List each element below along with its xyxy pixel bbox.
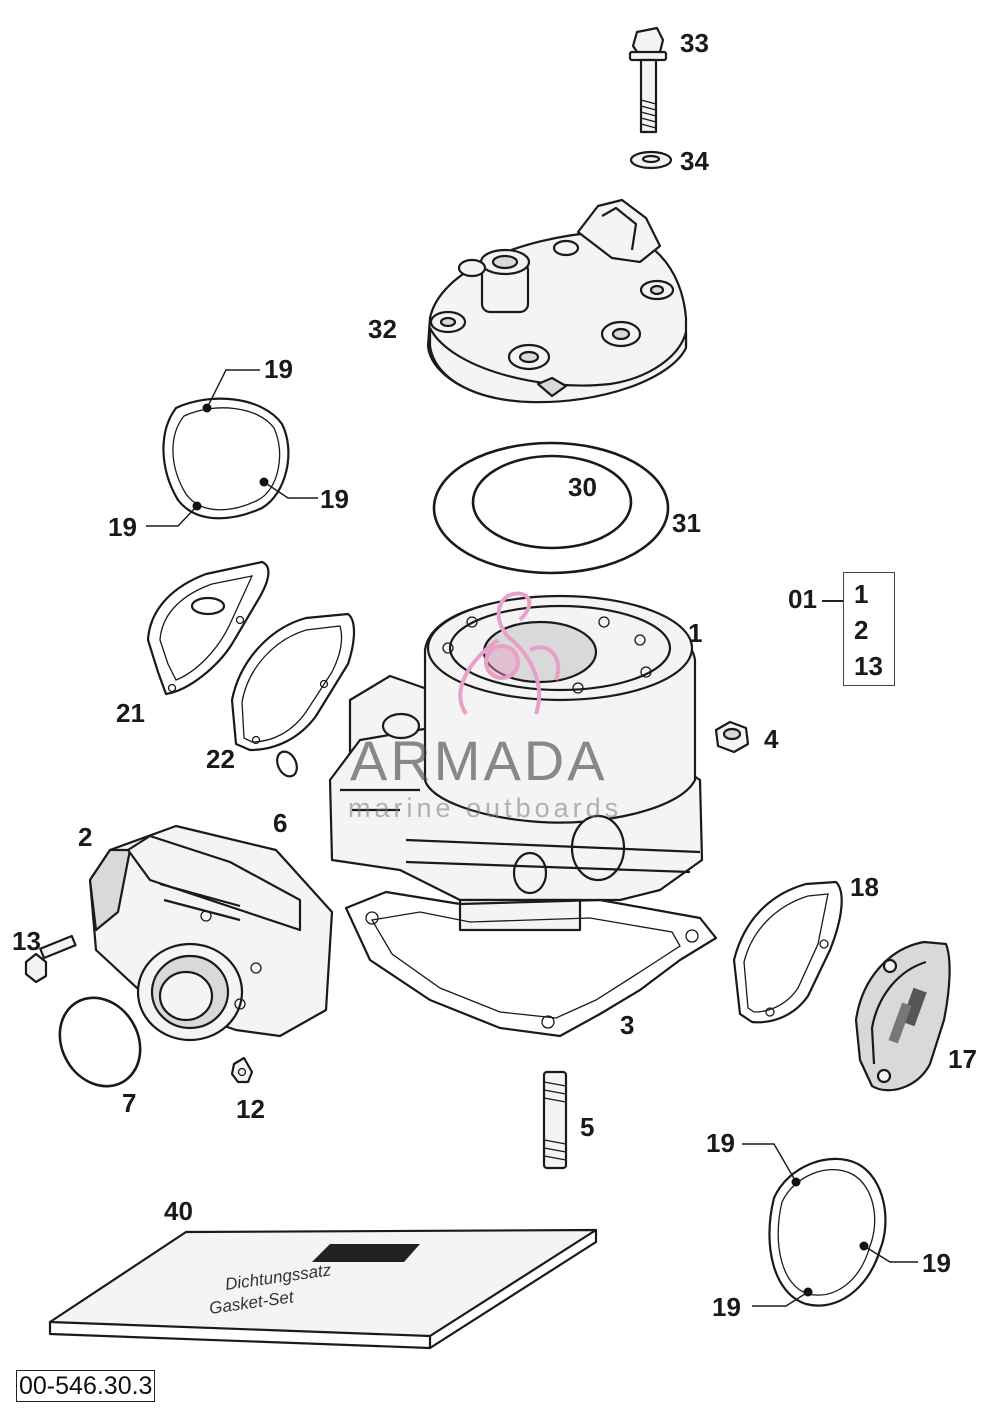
part-oring-6 — [276, 750, 298, 778]
callout-31: 31 — [672, 508, 701, 538]
part-cylinder-head-32 — [426, 198, 688, 404]
part-bolt-33 — [628, 26, 668, 134]
callout-19-b: 19 — [320, 484, 349, 514]
part-gasket-18 — [732, 880, 843, 1024]
part-cover-17 — [854, 940, 951, 1092]
callout-32: 32 — [368, 314, 397, 344]
part-oring-30-31 — [432, 441, 670, 575]
kit-leader-line — [822, 600, 844, 602]
part-base-gasket-3 — [344, 890, 718, 1038]
part-clip-12 — [230, 1056, 254, 1084]
callout-18: 18 — [850, 872, 879, 902]
brand-logo-icon — [312, 1244, 420, 1262]
callout-2: 2 — [78, 822, 92, 852]
part-gasket-19-upper — [162, 397, 290, 520]
callout-19-c: 19 — [108, 512, 137, 542]
kit-item: 1 — [854, 579, 869, 609]
callout-21: 21 — [116, 698, 145, 728]
part-gasket-19-lower — [768, 1157, 887, 1307]
watermark-brand: ARMADA — [350, 729, 608, 792]
part-gasket-21 — [146, 560, 270, 696]
callout-6: 6 — [273, 808, 287, 838]
callout-17: 17 — [948, 1044, 977, 1074]
callout-19-e: 19 — [922, 1248, 951, 1278]
part-oring-7 — [58, 996, 142, 1088]
callout-22: 22 — [206, 744, 235, 774]
callout-30: 30 — [568, 472, 597, 502]
callout-33: 33 — [680, 28, 709, 58]
watermark-tagline: marine outboards — [348, 793, 623, 823]
callout-19-d: 19 — [706, 1128, 735, 1158]
callout-5: 5 — [580, 1112, 594, 1142]
part-washer-34 — [629, 150, 673, 170]
callout-19-f: 19 — [712, 1292, 741, 1322]
callout-19-a: 19 — [264, 354, 293, 384]
callout-12: 12 — [236, 1094, 265, 1124]
kit-box: 1 2 13 — [843, 572, 895, 686]
kit-label: 01 — [788, 584, 817, 614]
kit-item: 13 — [854, 651, 883, 681]
callout-3: 3 — [620, 1010, 634, 1040]
watermark-logo-icon — [458, 591, 561, 716]
part-stud-5 — [542, 1070, 568, 1170]
part-gasket-22 — [230, 612, 356, 752]
callout-7: 7 — [122, 1088, 136, 1118]
callout-4: 4 — [764, 724, 779, 754]
part-screw-13 — [24, 934, 77, 984]
callout-40: 40 — [164, 1196, 193, 1226]
callout-13: 13 — [12, 926, 41, 956]
part-cylinder-1 — [328, 594, 704, 932]
callout-34: 34 — [680, 146, 709, 176]
part-manual-40: Dichtungssatz Gasket-Set — [48, 1228, 598, 1350]
callout-1: 1 — [688, 618, 702, 648]
document-reference: 00-546.30.3 — [16, 1370, 156, 1402]
part-exhaust-flange-2 — [88, 824, 334, 1042]
part-nut-4 — [714, 720, 750, 754]
kit-item: 2 — [854, 615, 869, 645]
